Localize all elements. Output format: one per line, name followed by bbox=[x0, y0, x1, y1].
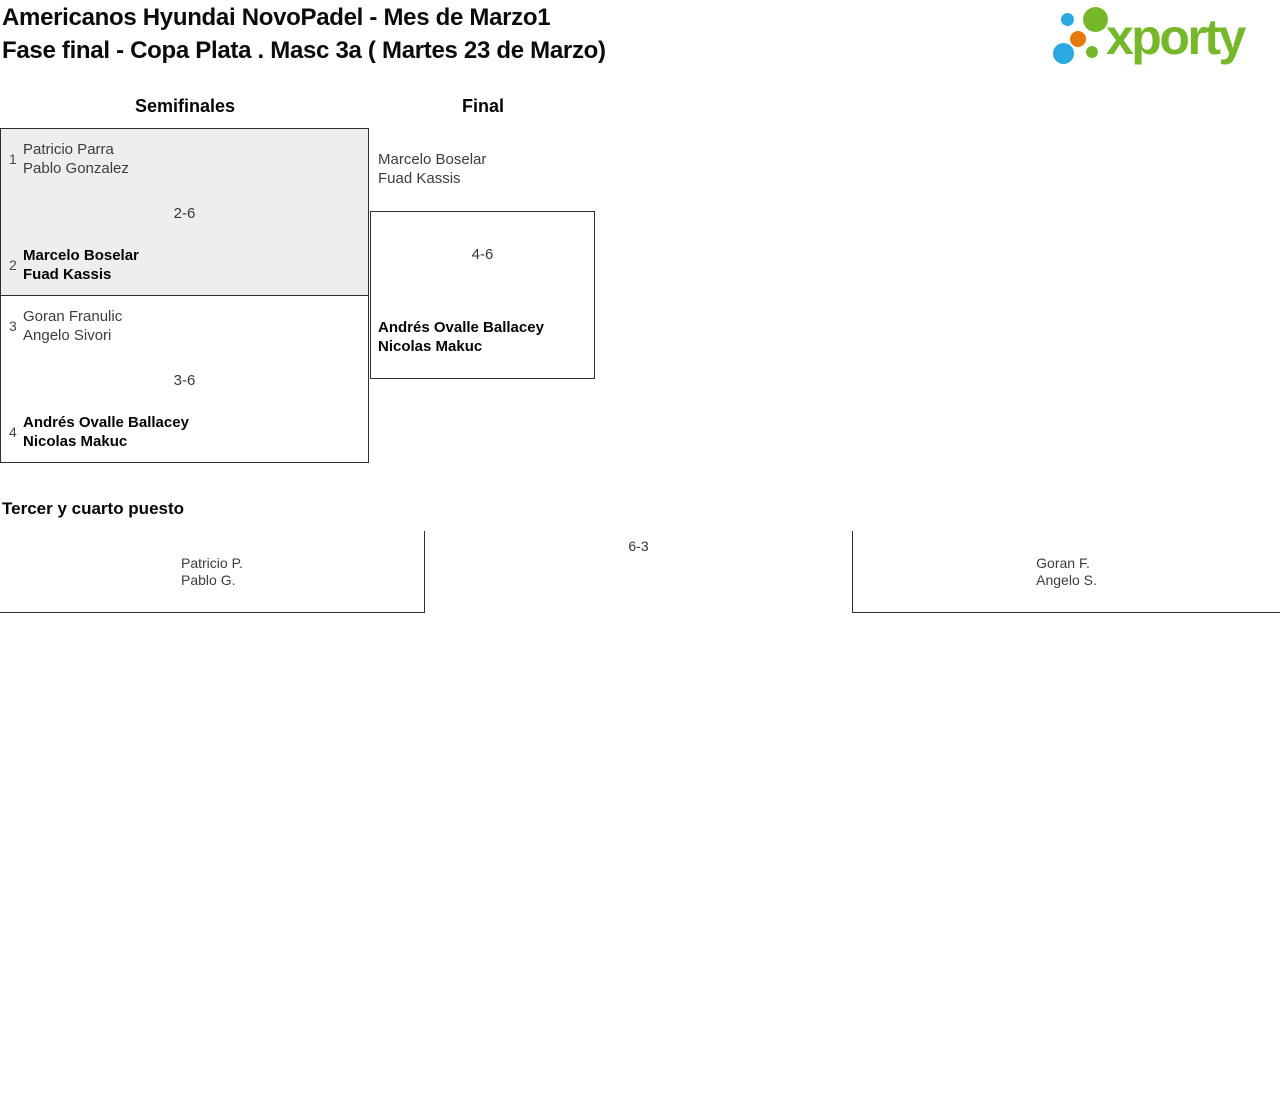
round-header-semifinales: Semifinales bbox=[134, 96, 236, 116]
team-third-place-right: Goran F. Angelo S. bbox=[1036, 555, 1097, 589]
team-final-winner: Andrés Ovalle Ballacey Nicolas Makuc bbox=[378, 318, 544, 356]
seed-number: 4 bbox=[9, 424, 17, 440]
third-place-left-cell: Patricio P. Pablo G. bbox=[0, 531, 425, 613]
logo-dot-blue-big-icon bbox=[1053, 43, 1074, 64]
match-score-semifinal-1: 2-6 bbox=[173, 205, 196, 222]
seed-number: 2 bbox=[9, 257, 17, 273]
player-name: Goran Franulic bbox=[23, 308, 123, 325]
player-name: Andrés Ovalle Ballacey bbox=[23, 414, 189, 431]
player-name: Patricio P. bbox=[181, 554, 243, 571]
match-box-semifinal-1: 1 Patricio Parra Pablo Gonzalez 2-6 2 Ma… bbox=[0, 128, 369, 296]
player-name: Nicolas Makuc bbox=[23, 433, 128, 450]
player-name: Nicolas Makuc bbox=[378, 338, 483, 355]
team-names: Goran Franulic Angelo Sivori bbox=[23, 307, 122, 345]
round-header-final: Final bbox=[461, 96, 504, 116]
third-place-heading: Tercer y cuarto puesto bbox=[2, 499, 185, 518]
match-score-final: 4-6 bbox=[471, 246, 494, 263]
player-name: Pablo Gonzalez bbox=[23, 160, 129, 177]
team-semifinal2-top: 3 Goran Franulic Angelo Sivori bbox=[9, 307, 122, 345]
team-names: Patricio Parra Pablo Gonzalez bbox=[23, 140, 129, 178]
player-name: Marcelo Boselar bbox=[23, 247, 139, 264]
match-score-third-place: 6-3 bbox=[628, 538, 649, 554]
team-names: Andrés Ovalle Ballacey Nicolas Makuc bbox=[23, 413, 189, 451]
third-place-right-cell: Goran F. Angelo S. bbox=[852, 531, 1280, 613]
player-name: Pablo G. bbox=[181, 571, 236, 588]
team-final-top: Marcelo Boselar Fuad Kassis bbox=[378, 150, 486, 188]
player-name: Patricio Parra bbox=[23, 141, 114, 158]
logo-wordmark: xporty bbox=[1106, 9, 1246, 65]
match-box-semifinal-2: 3 Goran Franulic Angelo Sivori 3-6 4 And… bbox=[0, 295, 369, 463]
player-name: Angelo Sivori bbox=[23, 327, 112, 344]
page-subtitle: Fase final - Copa Plata . Masc 3a ( Mart… bbox=[2, 37, 606, 64]
player-name: Goran F. bbox=[1036, 554, 1090, 571]
logo-dot-orange-icon bbox=[1070, 31, 1086, 47]
page-title: Americanos Hyundai NovoPadel - Mes de Ma… bbox=[2, 4, 551, 31]
team-third-place-left: Patricio P. Pablo G. bbox=[181, 555, 243, 589]
page-header: Americanos Hyundai NovoPadel - Mes de Ma… bbox=[2, 1, 606, 67]
match-box-final: 4-6 Andrés Ovalle Ballacey Nicolas Makuc bbox=[370, 211, 595, 379]
seed-number: 3 bbox=[9, 318, 17, 334]
match-score-semifinal-2: 3-6 bbox=[173, 372, 196, 389]
team-semifinal1-top: 1 Patricio Parra Pablo Gonzalez bbox=[9, 140, 129, 178]
logo-dot-green-big-icon bbox=[1083, 7, 1108, 32]
player-name: Andrés Ovalle Ballacey bbox=[378, 319, 544, 336]
logo-dot-green-small-icon bbox=[1086, 46, 1098, 58]
player-name: Fuad Kassis bbox=[378, 170, 461, 187]
seed-number: 1 bbox=[9, 151, 17, 167]
team-semifinal2-bottom: 4 Andrés Ovalle Ballacey Nicolas Makuc bbox=[9, 413, 189, 451]
player-name: Marcelo Boselar bbox=[378, 151, 487, 168]
player-name: Angelo S. bbox=[1036, 571, 1097, 588]
team-names: Marcelo Boselar Fuad Kassis bbox=[23, 246, 139, 284]
logo-dot-blue-small-icon bbox=[1061, 13, 1074, 26]
player-name: Fuad Kassis bbox=[23, 266, 112, 283]
team-semifinal1-bottom: 2 Marcelo Boselar Fuad Kassis bbox=[9, 246, 139, 284]
xporty-logo[interactable]: xporty bbox=[1046, 2, 1278, 74]
